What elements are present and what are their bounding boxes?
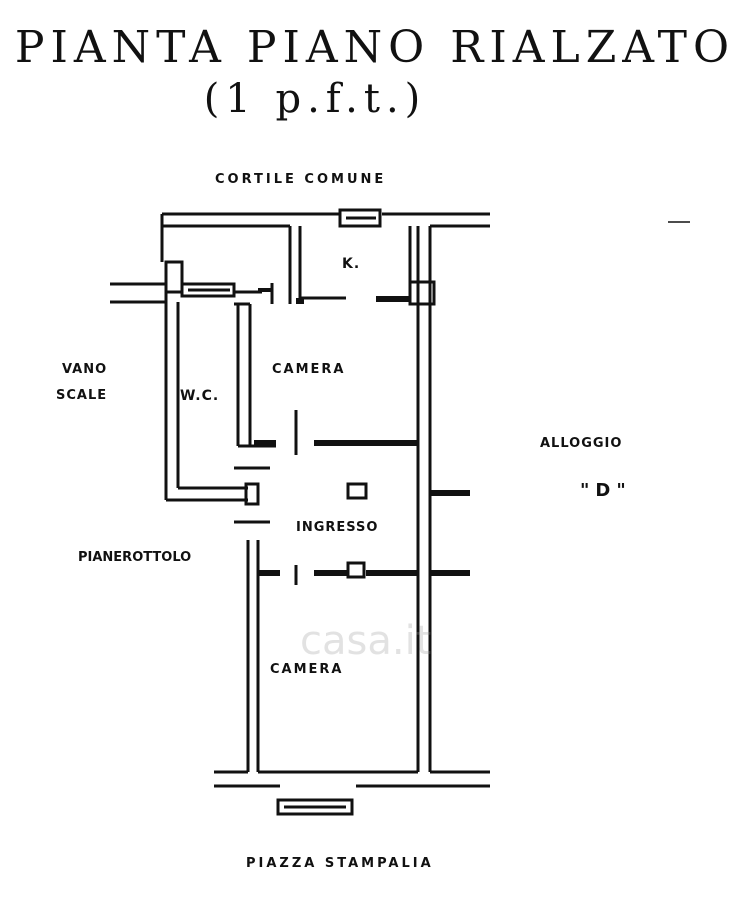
kitchen-window — [338, 208, 382, 228]
label-scale: SCALE — [56, 388, 108, 403]
stair-post — [164, 260, 184, 294]
kitchen-post — [408, 280, 436, 306]
label-kitchen: K. — [342, 256, 361, 272]
label-alloggio-d: "D" — [580, 480, 632, 501]
label-camera-bottom: CAMERA — [270, 662, 344, 677]
partition-1 — [254, 440, 276, 446]
partition-6 — [366, 570, 418, 576]
partition-5 — [314, 570, 348, 576]
ingresso-column — [346, 482, 368, 500]
walls — [110, 208, 690, 816]
label-piazza-stampalia: PIAZZA STAMPALIA — [246, 856, 434, 871]
watermark: casa.it — [300, 618, 432, 664]
wc-door-post — [244, 482, 260, 506]
wc-window — [180, 282, 236, 298]
ingresso-column-2 — [346, 561, 366, 579]
partition-3 — [430, 490, 470, 496]
plan-subtitle: (1 p.f.t.) — [203, 76, 427, 122]
label-ingresso: INGRESSO — [296, 520, 379, 535]
partition-4 — [258, 570, 280, 576]
label-alloggio: ALLOGGIO — [540, 436, 623, 451]
label-pianerottolo: PIANEROTTOLO — [78, 550, 192, 565]
bottom-window — [276, 798, 354, 816]
label-wc: W.C. — [180, 388, 220, 404]
plan-title: PIANTA PIANO RIALZATO — [14, 22, 736, 73]
label-vano: VANO — [62, 362, 108, 377]
partition-7 — [430, 570, 470, 576]
thick-walls — [254, 288, 470, 576]
label-camera-top: CAMERA — [272, 362, 346, 377]
label-cortile-comune: CORTILE COMUNE — [215, 172, 387, 187]
partition-2 — [314, 440, 418, 446]
